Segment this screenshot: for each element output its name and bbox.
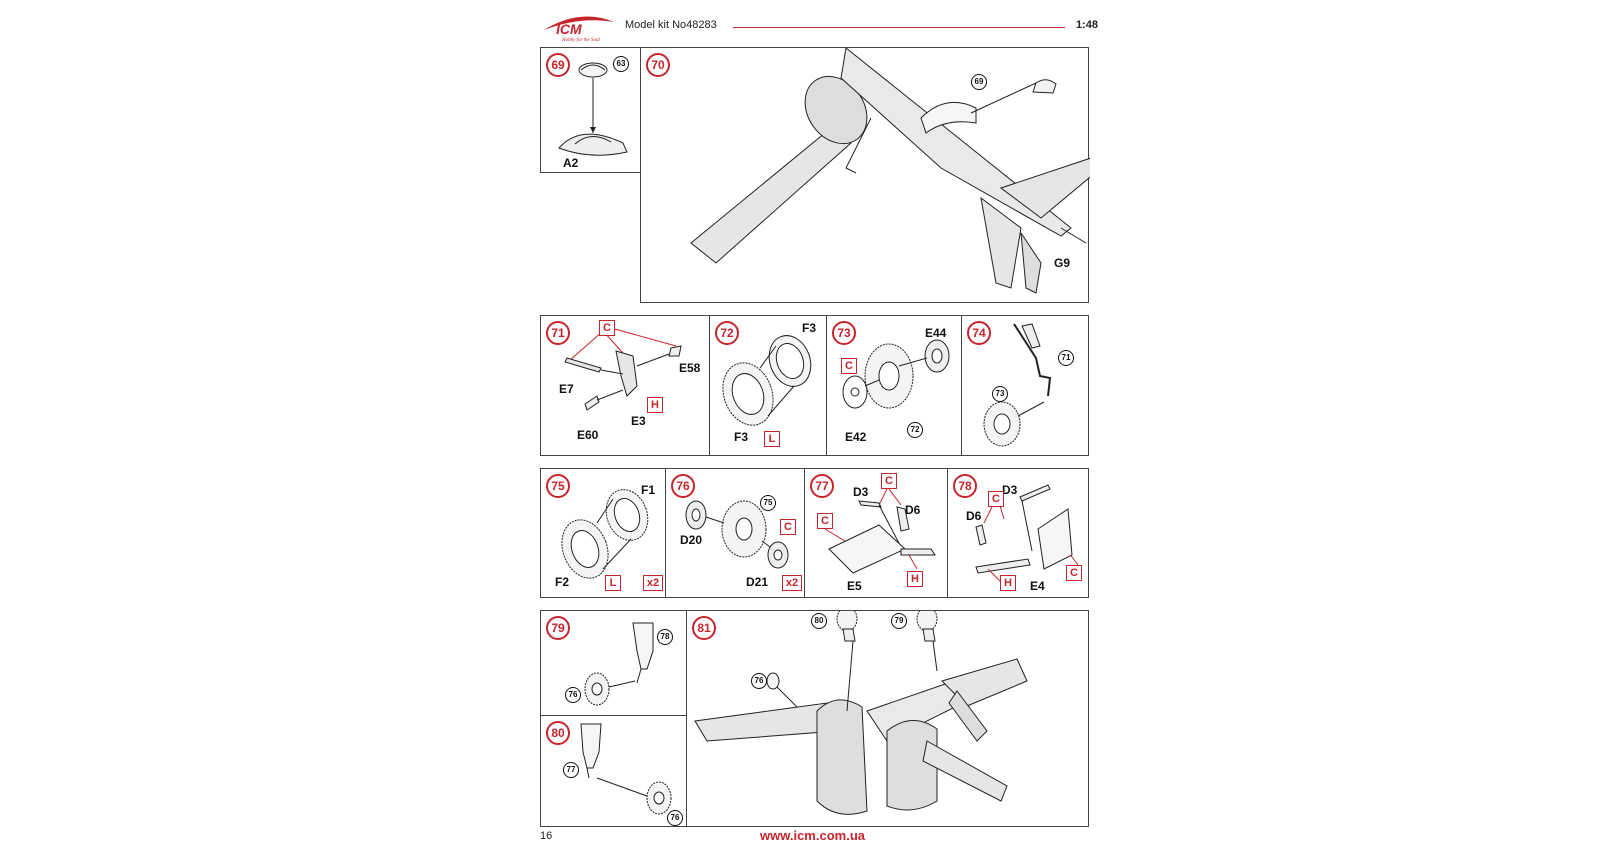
part-D3-label: D3: [853, 485, 869, 499]
step-78-panel: 78 D3 C D6 H E4 C: [947, 468, 1089, 598]
part-F3-bottom-label: F3: [734, 430, 749, 444]
part-D6-label: D6: [966, 509, 982, 523]
paint-H-box: H: [1000, 575, 1016, 591]
part-ref-80: 80: [811, 613, 827, 629]
part-E42-label: E42: [845, 430, 867, 444]
paint-C-box: C: [780, 519, 796, 535]
airframe-drawing: [690, 48, 1090, 294]
tail-gear-install-79-drawing: [584, 622, 654, 706]
step-78-number: 78: [953, 474, 977, 498]
step-73-number: 73: [832, 321, 856, 345]
nose-gear-installation-drawing: [983, 323, 1052, 447]
step-72-number: 72: [715, 321, 739, 345]
step-74-panel: 74 71 73: [961, 315, 1089, 456]
part-ref-77: 77: [563, 762, 579, 778]
step-77-number: 77: [810, 474, 834, 498]
final-assembly-drawing: [694, 611, 1028, 815]
paint-L-box: L: [605, 575, 621, 591]
step-70-panel: 70 69 G9: [640, 47, 1090, 303]
tail-gear-strut-drawing: [824, 488, 936, 574]
part-F2-label: F2: [555, 575, 570, 589]
part-ref-75: 75: [760, 495, 776, 511]
part-E5-label: E5: [847, 579, 862, 593]
part-F1-label: F1: [641, 483, 656, 497]
step-69-panel: 69 63 A2: [540, 47, 641, 173]
part-D6-label: D6: [905, 503, 921, 517]
paint-L-box: L: [764, 431, 780, 447]
part-E7-label: E7: [559, 382, 574, 396]
part-ref-69: 69: [971, 74, 987, 90]
part-G9-label: G9: [1054, 256, 1071, 270]
part-E60-label: E60: [577, 428, 599, 442]
tail-gear-install-80-drawing: [580, 723, 672, 815]
step-69-number: 69: [546, 53, 570, 77]
step-71-number: 71: [546, 321, 570, 345]
page-header: ICM Hobby for the Soul Model kit No48283…: [540, 8, 1098, 44]
part-E44-label: E44: [925, 326, 947, 340]
part-ref-78: 78: [657, 629, 673, 645]
kit-scale: 1:48: [1075, 19, 1098, 31]
step-80-panel: 80 77 76: [540, 715, 687, 827]
kit-number: Model kit No48283: [625, 19, 717, 31]
svg-text:Hobby for the Soul: Hobby for the Soul: [561, 38, 601, 42]
main-tire-halves-drawing: [722, 335, 812, 426]
step-79-panel: 79 78 76: [540, 610, 687, 716]
page-number: 16: [540, 830, 553, 842]
paint-C-box-left: C: [817, 513, 833, 529]
icm-logo: ICM Hobby for the Soul: [540, 12, 618, 43]
part-ref-63: 63: [613, 56, 629, 72]
part-D20-label: D20: [680, 533, 703, 547]
canopy-drawing: [558, 62, 628, 156]
part-E4-label: E4: [1030, 579, 1045, 593]
step-77-panel: 77 D3 C D6 C E5 H: [804, 468, 948, 598]
header-rule: [733, 27, 1065, 28]
step-75-number: 75: [546, 474, 570, 498]
paint-H-box: H: [647, 397, 663, 413]
paint-C-box-top: C: [988, 491, 1004, 507]
part-ref-79: 79: [891, 613, 907, 629]
svg-text:ICM: ICM: [556, 21, 582, 37]
paint-H-box: H: [907, 571, 923, 587]
quantity-x2-box: x2: [782, 575, 802, 591]
paint-C-box: C: [841, 358, 857, 374]
paint-C-box-right: C: [1066, 565, 1082, 581]
step-73-panel: 73 E44 C E42 72: [826, 315, 962, 456]
part-A2-label: A2: [563, 156, 579, 170]
part-E3-label: E3: [631, 414, 646, 428]
step-81-panel: 81 80 79 76: [686, 610, 1089, 827]
tail-gear-strut-alt-drawing: [975, 484, 1079, 582]
part-ref-72: 72: [907, 422, 923, 438]
step-75-panel: 75 F1 F2 L x2: [540, 468, 666, 598]
step-74-number: 74: [967, 321, 991, 345]
part-E58-label: E58: [679, 361, 701, 375]
step-76-number: 76: [671, 474, 695, 498]
step-72-panel: 72 F3 F3 L: [709, 315, 827, 456]
paint-C-box-top: C: [881, 473, 897, 489]
part-ref-71: 71: [1058, 350, 1074, 366]
tail-wheel-assembly-drawing: [685, 500, 789, 569]
main-wheel-assembly-drawing: [842, 339, 950, 409]
paint-C-box: C: [599, 320, 615, 336]
step-71-panel: 71 C E58 E7 H E3 E60: [540, 315, 710, 456]
tail-tire-halves-drawing: [561, 489, 649, 579]
step-70-number: 70: [646, 53, 670, 77]
website-link[interactable]: www.icm.com.ua: [760, 828, 865, 843]
step-76-panel: 76 75 D20 C D21 x2: [665, 468, 805, 598]
step-81-number: 81: [692, 616, 716, 640]
part-D21-label: D21: [746, 575, 769, 589]
part-ref-73: 73: [992, 386, 1008, 402]
part-D3-label: D3: [1002, 483, 1018, 497]
step-80-number: 80: [546, 721, 570, 745]
quantity-x2-box: x2: [643, 575, 663, 591]
part-ref-76: 76: [565, 687, 581, 703]
part-ref-76: 76: [667, 810, 683, 826]
step-79-number: 79: [546, 616, 570, 640]
nose-gear-leg-drawing: [564, 327, 682, 411]
part-F3-top-label: F3: [802, 321, 817, 335]
part-ref-76: 76: [751, 673, 767, 689]
